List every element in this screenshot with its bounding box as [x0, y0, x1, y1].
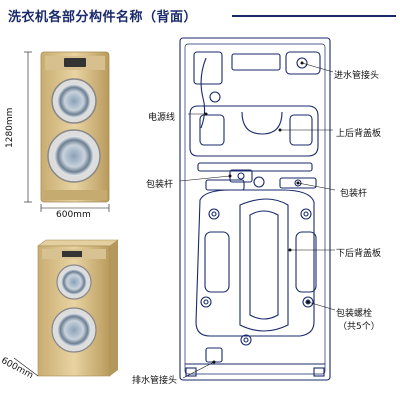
width-dimension: 600mm: [56, 210, 91, 220]
label-shipping-rod-left: 包装杆: [146, 180, 174, 190]
label-inlet-connector: 进水管接头: [334, 71, 380, 81]
height-dimension: 1280mm: [5, 107, 15, 148]
label-power-cord: 电源线: [148, 113, 176, 123]
washer-perspective-view: [37, 239, 119, 377]
label-bolts-count: （共5个）: [338, 322, 380, 332]
label-upper-back-cover: 上后背盖板: [336, 129, 382, 139]
washer-front-view: [40, 51, 110, 203]
page-title: 洗衣机各部分构件名称（背面）: [8, 10, 198, 25]
label-lower-back-cover: 下后背盖板: [336, 249, 382, 259]
label-shipping-bolts: 包装螺栓: [336, 309, 373, 319]
label-shipping-rod-right: 包装杆: [340, 189, 368, 199]
title-underline: [232, 15, 396, 17]
label-drain-connector: 排水管接头: [132, 376, 178, 386]
leader-lines: [179, 62, 336, 379]
washer-back-view: [179, 37, 331, 381]
